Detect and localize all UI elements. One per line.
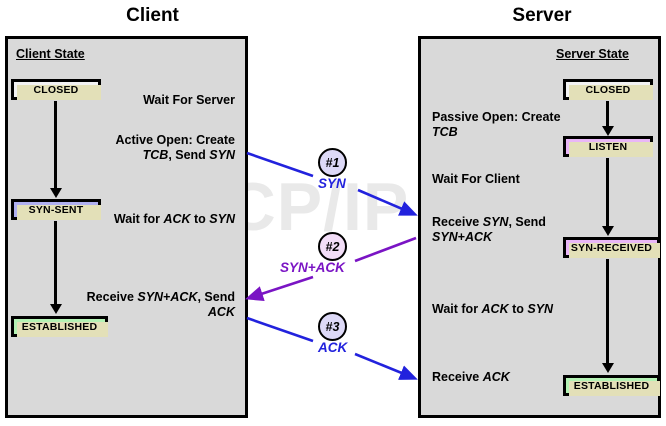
server-event-receive-syn: Receive SYN, Send SYN+ACK (432, 215, 546, 244)
message-badge-1: #1 (318, 148, 347, 177)
client-column-title: Client (126, 5, 179, 26)
message-badge-2: #2 (318, 232, 347, 261)
client-event-receive-synack: Receive SYN+ACK, Send ACK (86, 290, 235, 319)
message-label-syn: SYN (318, 176, 346, 191)
client-event-wait-for-ack: Wait for ACK to SYN (113, 212, 235, 226)
server-transition-arrow-synreceived-to-established (601, 259, 614, 373)
server-event-passive-open: Passive Open: Create TCB (432, 110, 561, 139)
server-state-heading: Server State (556, 47, 629, 61)
message-arrow-syn (246, 151, 418, 216)
client-state-closed: CLOSED (11, 79, 101, 100)
message-badge-3: #3 (318, 312, 347, 341)
server-event-receive-ack: Receive ACK (432, 370, 510, 384)
server-event-wait-for-client: Wait For Client (432, 172, 520, 186)
message-arrow-ack (246, 316, 418, 380)
message-label-ack: ACK (318, 340, 348, 355)
server-state-established: ESTABLISHED (563, 375, 660, 396)
server-state-syn-received: SYN-RECEIVED (563, 237, 660, 258)
client-transition-arrow-closed-to-synsent (49, 101, 62, 198)
server-state-listen: LISTEN (563, 136, 653, 157)
client-state-established: ESTABLISHED (11, 316, 108, 337)
message-label-syn-ack: SYN+ACK (280, 260, 345, 275)
server-state-closed: CLOSED (563, 79, 653, 100)
client-event-wait-for-server: Wait For Server (143, 93, 235, 107)
client-transition-arrow-synsent-to-established (49, 221, 62, 314)
server-transition-arrow-closed-to-listen (601, 101, 614, 136)
message-arrow-syn-ack (245, 236, 417, 302)
client-state-syn-sent: SYN-SENT (11, 199, 101, 220)
client-state-heading: Client State (16, 47, 85, 61)
server-transition-arrow-listen-to-synreceived (601, 158, 614, 236)
client-event-active-open: Active Open: Create TCB, Send SYN (115, 133, 235, 162)
server-column-title: Server (512, 5, 572, 26)
server-event-wait-for-ack: Wait for ACK to SYN (432, 302, 554, 316)
